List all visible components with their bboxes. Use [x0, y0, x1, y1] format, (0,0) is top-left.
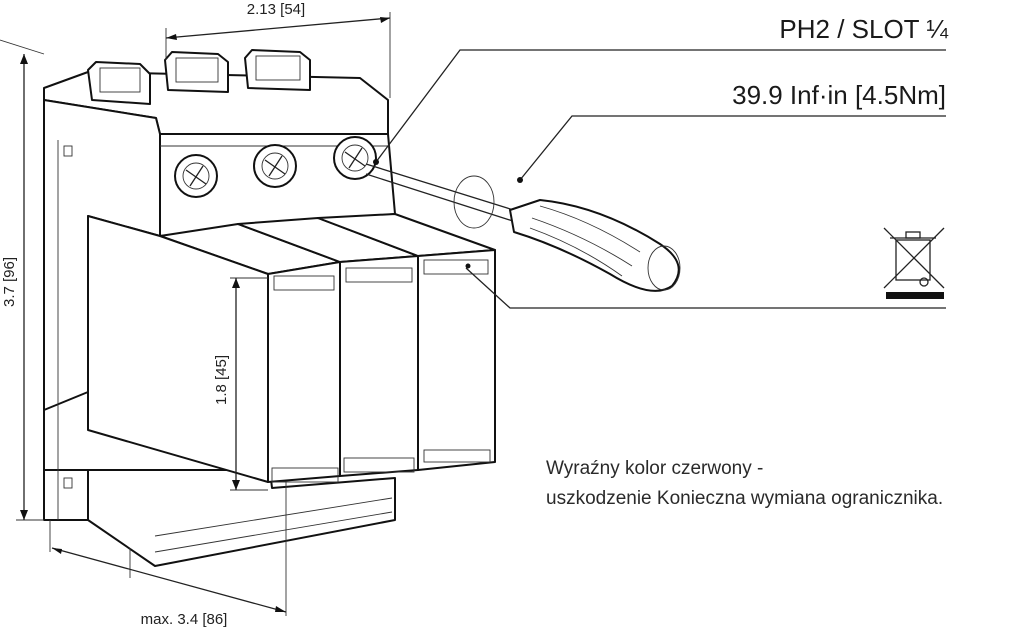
- screw-3: [333, 136, 377, 180]
- dimension-lines: [0, 12, 391, 616]
- callout-leaders: [373, 49, 946, 309]
- dim-depth-max: max. 3.4 [86]: [141, 611, 228, 628]
- crossed-out-wheelie-bin-icon: [883, 227, 945, 299]
- screwdriver-icon: [365, 163, 681, 292]
- dim-width-top: 2.13 [54]: [247, 1, 305, 18]
- status-window-3: [423, 259, 489, 275]
- protection-modules: [87, 213, 496, 483]
- status-window-2: [345, 267, 413, 283]
- screw-1: [174, 154, 218, 198]
- dim-height-total: 3.7 [96]: [1, 257, 18, 307]
- top-terminals: [87, 49, 311, 105]
- status-window-1: [273, 275, 335, 291]
- module-1: [87, 215, 341, 483]
- side-clip-top: [63, 145, 73, 157]
- module-3: [317, 213, 496, 471]
- screw-2: [253, 144, 297, 188]
- dim-module-height: 1.8 [45]: [213, 355, 230, 405]
- warning-note-line-1: Wyraźny kolor czerwony -: [546, 458, 764, 479]
- bit-size-label: PH2 / SLOT ¼: [779, 14, 948, 44]
- side-clip-bottom: [63, 477, 73, 489]
- warning-note-line-2: uszkodzenie Konieczna wymiana ograniczni…: [546, 488, 944, 509]
- torque-label: 39.9 Inf·in [4.5Nm]: [732, 80, 946, 110]
- terminal-screws: [174, 136, 377, 198]
